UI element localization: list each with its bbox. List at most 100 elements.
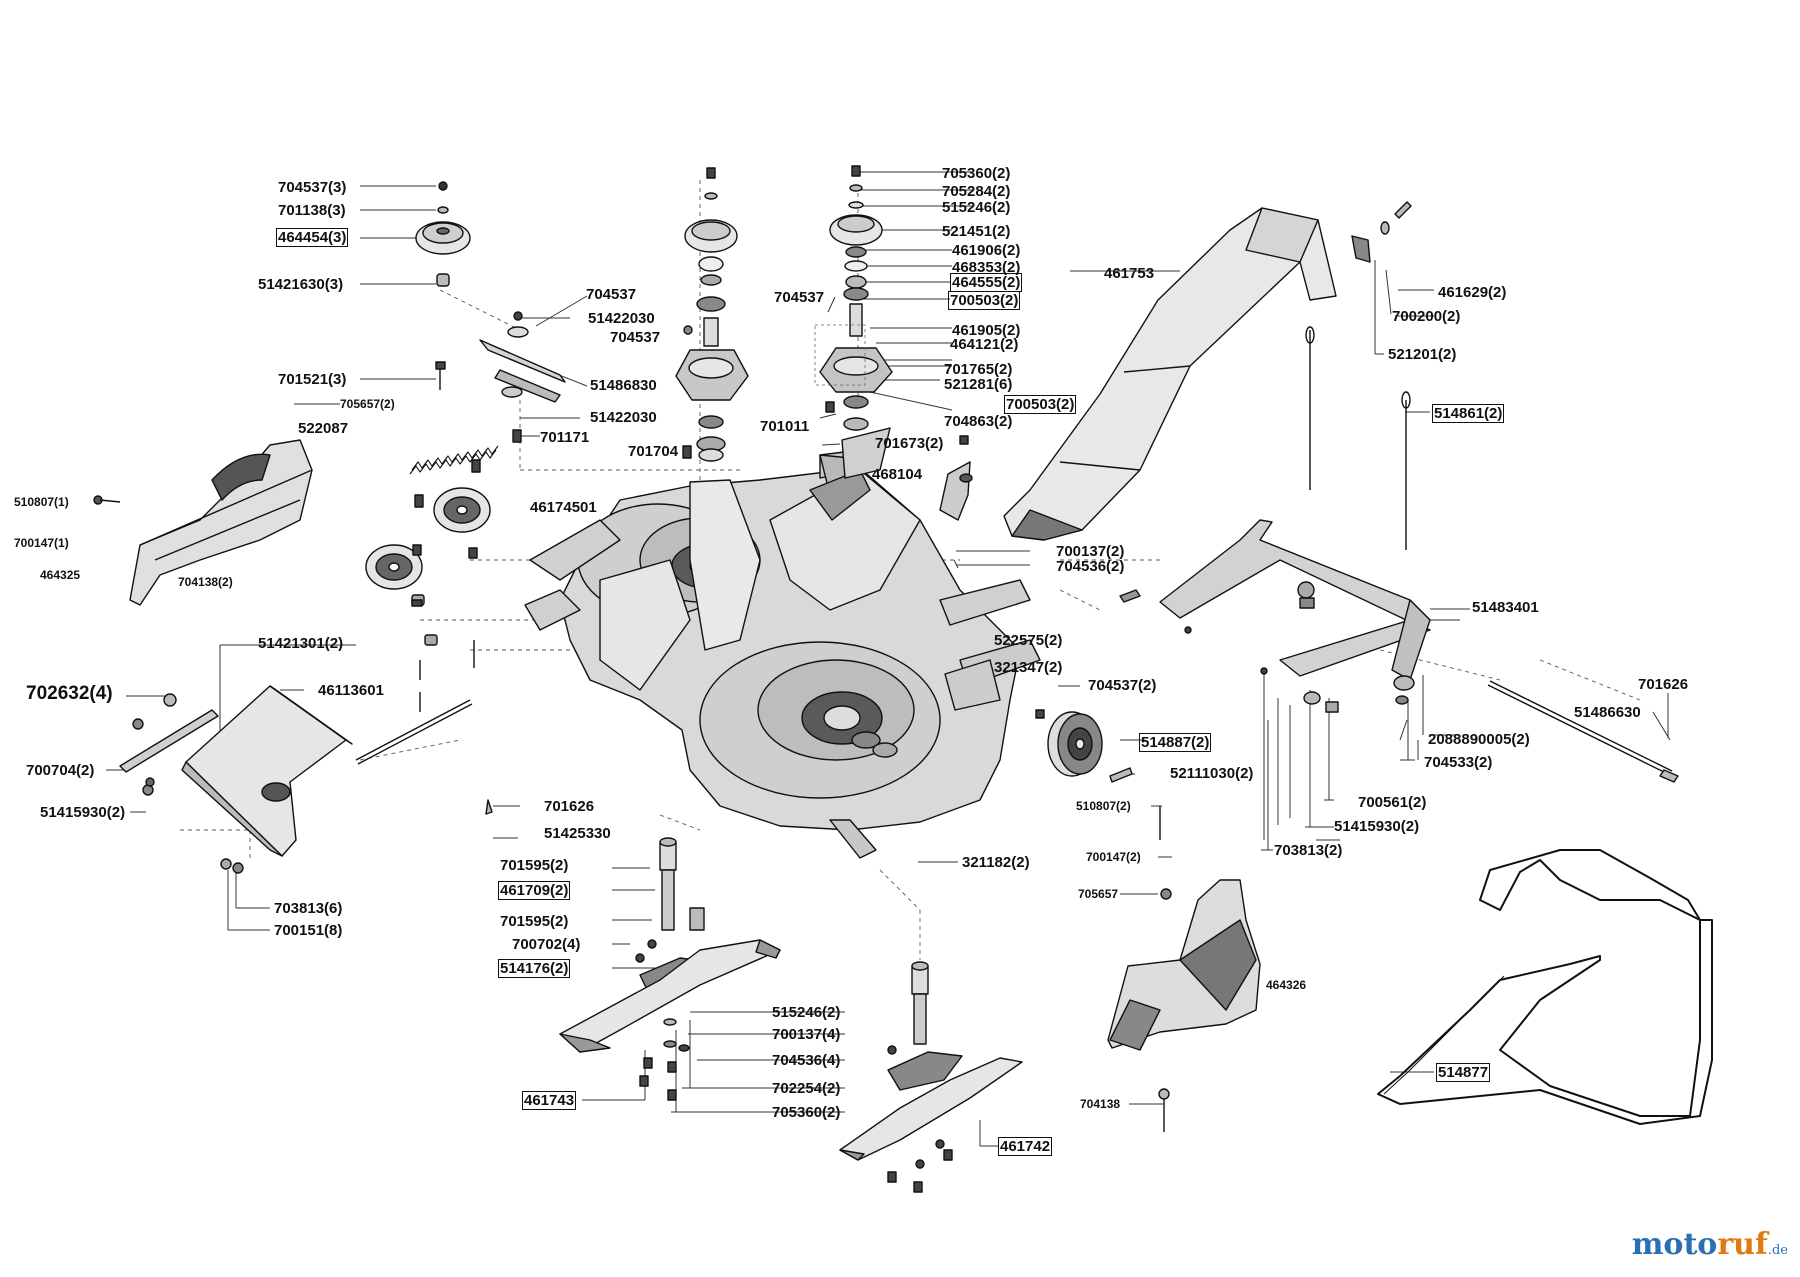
part-label: 46113601 [318, 682, 384, 699]
part-label: 468104 [872, 466, 923, 483]
part-label: 461753 [1104, 265, 1155, 282]
right-guard [1107, 806, 1261, 1132]
part-label: 701626 [1638, 676, 1689, 693]
part-label: 701673(2) [875, 435, 944, 452]
rear-blade-assembly [839, 961, 1023, 1193]
part-label: 701704 [628, 443, 679, 460]
part-label: 700503(2) [947, 291, 1021, 310]
part-label: 705360(2) [942, 165, 1011, 182]
part-label: 468353(2) [952, 259, 1021, 276]
height-bracket [119, 685, 493, 874]
part-label: 464121(2) [950, 336, 1019, 353]
part-label: 700503(2) [1003, 395, 1077, 414]
part-label: 51421630(3) [258, 276, 344, 293]
part-label: 704537(2) [1088, 677, 1157, 694]
v-belt [1377, 849, 1713, 1125]
center-spindle-stack [675, 167, 749, 462]
part-label: 700147(1) [14, 536, 69, 550]
part-label: 461743 [521, 1091, 577, 1110]
part-label: 51486630 [1574, 704, 1641, 721]
idler-arm [435, 311, 566, 443]
part-label: 461709(2) [497, 881, 571, 900]
part-label: 510807(2) [1076, 799, 1131, 813]
part-label: 51483401 [1472, 599, 1539, 616]
grass-chute-461753 [1003, 207, 1337, 541]
part-label: 705657 [1078, 887, 1119, 901]
idler-pulley-stack [415, 181, 471, 287]
part-label: 700704(2) [26, 762, 95, 779]
part-label: 700151(8) [274, 922, 343, 939]
part-label: 464555(2) [949, 273, 1023, 292]
part-label: 700137(2) [1056, 543, 1125, 560]
part-label: 321347(2) [994, 659, 1063, 676]
part-label: 701595(2) [500, 913, 569, 930]
part-label: 700147(2) [1086, 850, 1141, 864]
part-label: 51415930(2) [40, 804, 126, 821]
part-label: 704138 [1080, 1097, 1121, 1111]
part-label: 521451(2) [942, 223, 1011, 240]
part-label: 2088890005(2) [1428, 731, 1530, 748]
part-label: 515246(2) [942, 199, 1011, 216]
part-label: 521281(6) [944, 376, 1013, 393]
part-label: 700200(2) [1392, 308, 1461, 325]
part-label: 701521(3) [278, 371, 347, 388]
part-label: 514877 [1435, 1063, 1491, 1082]
part-label: 522087 [298, 420, 349, 437]
part-label: 464325 [40, 568, 81, 582]
part-label: 321182(2) [962, 854, 1030, 871]
part-label: 704537 [774, 289, 825, 306]
gauge-wheel [1035, 709, 1133, 783]
part-label: 703813(2) [1274, 842, 1343, 859]
part-label: 704537(3) [278, 179, 347, 196]
watermark-logo: motoruf.de [1631, 1227, 1788, 1262]
part-label: 51415930(2) [1334, 818, 1420, 835]
part-label: 510807(1) [14, 495, 69, 509]
right-spindle-stack [814, 165, 969, 445]
part-label: 514861(2) [1431, 404, 1505, 423]
part-label: 51422030 [588, 310, 655, 327]
idler-pulleys-left [365, 459, 491, 712]
part-label: 461905(2) [952, 322, 1021, 339]
part-label: 704533(2) [1424, 754, 1493, 771]
part-label: 705657(2) [340, 397, 395, 411]
part-label: 704863(2) [944, 413, 1013, 430]
mower-deck [524, 427, 1041, 859]
axle-frame-51483401 [1119, 519, 1431, 713]
part-label: 515246(2) [772, 1004, 841, 1021]
part-label: 704536(2) [1056, 558, 1125, 575]
chute-hardware [1305, 201, 1412, 550]
part-label: 701595(2) [500, 857, 569, 874]
spring [409, 445, 499, 475]
part-label: 700702(4) [512, 936, 581, 953]
part-label: 461906(2) [952, 242, 1021, 259]
left-guard [93, 439, 313, 606]
part-label: 700561(2) [1358, 794, 1427, 811]
part-label: 461629(2) [1438, 284, 1507, 301]
part-label: 51421301(2) [258, 635, 344, 652]
part-label: 702632(4) [26, 683, 113, 704]
part-label: 464454(3) [275, 228, 349, 247]
part-label: 46174501 [530, 499, 597, 516]
part-label: 704536(4) [772, 1052, 841, 1069]
part-label: 461742 [997, 1137, 1053, 1156]
part-label: 701765(2) [944, 361, 1013, 378]
part-label: 704537 [586, 286, 637, 303]
part-label: 51486830 [590, 377, 657, 394]
part-label: 701626 [544, 798, 595, 815]
part-label: 705284(2) [942, 183, 1011, 200]
part-label: 52111030(2) [1170, 765, 1254, 782]
front-blade-assembly [559, 837, 781, 1101]
part-label: 521201(2) [1388, 346, 1457, 363]
part-label: 464326 [1266, 978, 1307, 992]
part-label: 701171 [540, 429, 590, 446]
part-label: 704537 [610, 329, 661, 346]
part-label: 51425330 [544, 825, 611, 842]
axle-rod-51486630 [1487, 680, 1679, 783]
part-label: 700137(4) [772, 1026, 841, 1043]
part-label: 701138(3) [278, 202, 346, 219]
part-label: 522575(2) [994, 632, 1063, 649]
part-label: 704138(2) [178, 575, 233, 589]
deflector-468104 [939, 461, 973, 521]
